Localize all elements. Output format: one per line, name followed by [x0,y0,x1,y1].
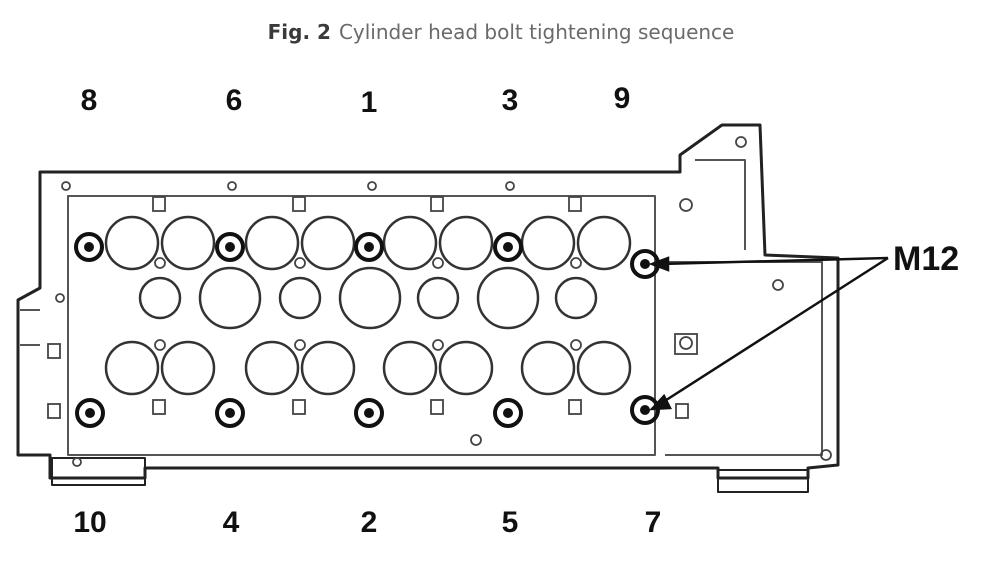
head-bolt-8 [74,232,104,262]
sequence-number-bottom-4: 5 [502,506,519,539]
m12-callout-arrows [648,256,889,411]
head-bolts [74,232,660,428]
cylinder-head-outline [16,123,840,493]
head-bolt-10 [75,398,105,428]
sequence-number-bottom-5: 7 [645,506,662,539]
sequence-number-bottom-3: 2 [361,506,378,539]
sequence-number-bottom-2: 4 [223,506,240,539]
m12-callout-label: M12 [893,240,959,278]
figure-label: Fig. 2 [267,20,331,44]
combustion-chambers [138,266,598,330]
figure-title: Cylinder head bolt tightening sequence [338,20,735,44]
sequence-number-top-1: 8 [81,84,98,117]
sequence-number-bottom-1: 10 [73,506,106,539]
head-bolt-2 [354,398,384,428]
sequence-number-top-3: 1 [361,86,378,119]
sequence-number-top-4: 3 [502,84,519,117]
head-bolt-5 [493,398,523,428]
valve-circles [104,215,632,396]
sequence-number-top-2: 6 [226,84,243,117]
head-bolt-4 [215,398,245,428]
head-bolt-7 [630,395,660,425]
small-studs [47,136,832,467]
sequence-number-top-5: 9 [614,82,631,115]
head-bolt-3 [493,232,523,262]
head-bolt-1 [354,232,384,262]
figure-caption: Fig. 2 Cylinder head bolt tightening sequ… [0,20,1002,44]
head-bolt-6 [215,232,245,262]
